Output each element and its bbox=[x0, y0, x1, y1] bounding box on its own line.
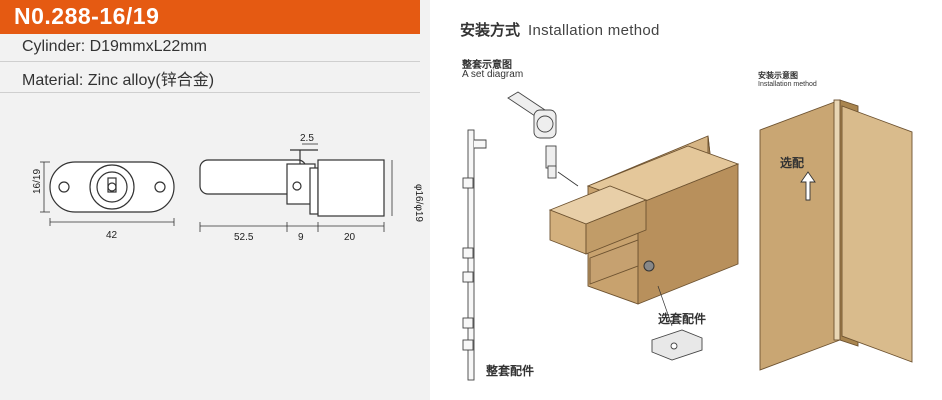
divider bbox=[0, 92, 420, 93]
optional-label: 选配 bbox=[780, 156, 805, 170]
model-number: N0.288-16/19 bbox=[14, 3, 160, 29]
pointer-line bbox=[557, 171, 579, 187]
length-dim: 52.5 bbox=[234, 232, 254, 243]
front-view bbox=[49, 161, 175, 213]
lock-assembly bbox=[507, 91, 557, 179]
cylinder-spec: Cylinder: D19mmxL22mm bbox=[22, 38, 207, 55]
diagram2-title: 安装示意图 bbox=[758, 71, 798, 80]
material-spec: Material: Zinc alloy(锌合金) bbox=[22, 72, 215, 89]
height-dim: 16/19 bbox=[32, 169, 43, 194]
body-dim: 20 bbox=[344, 232, 356, 243]
side-view bbox=[199, 149, 385, 217]
optional-strike-plate bbox=[651, 329, 703, 361]
installed-lock bbox=[643, 260, 655, 272]
diagram1-subtitle: A set diagram bbox=[462, 69, 524, 80]
gap-dim: 2.5 bbox=[300, 133, 314, 144]
width-dim: 42 bbox=[106, 230, 118, 241]
complete-parts-label: 整套配件 bbox=[486, 364, 535, 378]
lock-technical-drawing: 16/19 42 52.5 9 20 2.5 φ16/φ19 bbox=[32, 133, 424, 243]
offset-dim: 9 bbox=[298, 232, 304, 243]
wardrobe bbox=[759, 99, 913, 371]
up-arrow-icon bbox=[800, 171, 816, 201]
pointer-line bbox=[657, 285, 673, 327]
diagram1-title: 整套示意图 bbox=[462, 60, 512, 71]
front-dimension-lines bbox=[40, 161, 175, 226]
divider bbox=[0, 61, 420, 62]
installation-illustration bbox=[462, 91, 913, 381]
model-title-bar: N0.288-16/19 bbox=[0, 0, 420, 34]
cabinet bbox=[548, 135, 740, 305]
diameter-dim: φ16/φ19 bbox=[413, 184, 424, 222]
diagram2-subtitle: Installation method bbox=[758, 81, 817, 88]
side-dimension-lines bbox=[199, 143, 393, 232]
spec-panel: N0.288-16/19 Cylinder: D19mmxL22mm Mater… bbox=[0, 0, 430, 400]
optional-parts-label: 选套配件 bbox=[658, 312, 707, 326]
lock-bar bbox=[462, 129, 487, 381]
